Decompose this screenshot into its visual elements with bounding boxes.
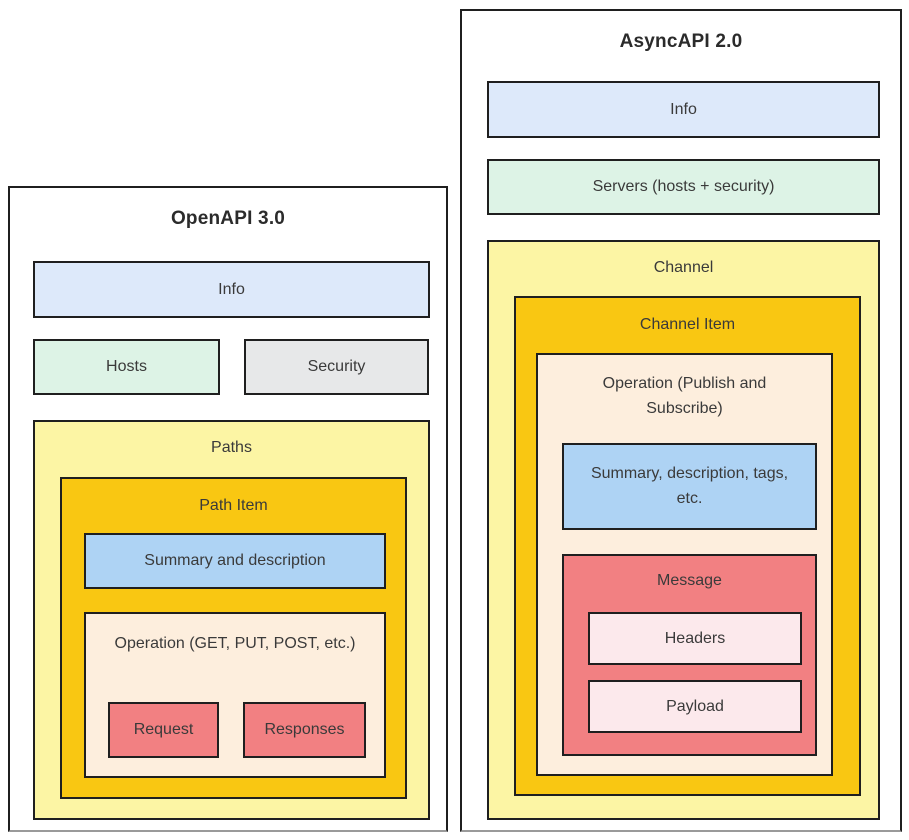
openapi-operation-box: Operation (GET, PUT, POST, etc.) Request… [84, 612, 386, 778]
asyncapi-payload-box: Payload [588, 680, 802, 733]
openapi-info-label: Info [218, 280, 245, 298]
asyncapi-servers-label: Servers (hosts + security) [592, 178, 775, 195]
openapi-hosts-box: Hosts [33, 339, 220, 395]
asyncapi-info-label: Info [670, 100, 697, 118]
asyncapi-headers-box: Headers [588, 612, 802, 665]
openapi-path-item-label: Path Item [199, 497, 268, 514]
asyncapi-servers-box: Servers (hosts + security) [487, 159, 880, 215]
asyncapi-message-box: Message Headers Payload [562, 554, 817, 756]
openapi-operation-label: Operation (GET, PUT, POST, etc.) [114, 635, 356, 652]
asyncapi-headers-label: Headers [664, 629, 726, 647]
openapi-panel: OpenAPI 3.0 Info Hosts Security Paths Pa… [8, 186, 448, 832]
asyncapi-summary-label: Summary, description, tags, etc. [590, 464, 789, 507]
asyncapi-panel: AsyncAPI 2.0 Info Servers (hosts + secur… [460, 9, 902, 832]
asyncapi-channel-item-box: Channel Item Operation (Publish and Subs… [514, 296, 861, 796]
asyncapi-channel-box: Channel Channel Item Operation (Publish … [487, 240, 880, 820]
openapi-summary-label: Summary and description [144, 552, 326, 569]
openapi-summary-box: Summary and description [84, 533, 386, 589]
openapi-hosts-label: Hosts [106, 358, 147, 375]
asyncapi-channel-label: Channel [653, 259, 714, 276]
openapi-title: OpenAPI 3.0 [170, 208, 286, 229]
openapi-paths-label: Paths [211, 439, 252, 456]
openapi-info-box: Info [33, 261, 430, 318]
openapi-path-item-box: Path Item Summary and description Operat… [60, 477, 407, 799]
openapi-security-box: Security [244, 339, 429, 395]
asyncapi-operation-box: Operation (Publish and Subscribe) Summar… [536, 353, 833, 776]
openapi-paths-box: Paths Path Item Summary and description … [33, 420, 430, 820]
asyncapi-info-box: Info [487, 81, 880, 138]
openapi-responses-box: Responses [243, 702, 366, 758]
asyncapi-operation-label: Operation (Publish and Subscribe) [602, 375, 767, 417]
asyncapi-channel-item-label: Channel Item [639, 316, 736, 333]
openapi-responses-label: Responses [264, 721, 345, 738]
openapi-security-label: Security [307, 358, 366, 375]
asyncapi-summary-box: Summary, description, tags, etc. [562, 443, 817, 530]
openapi-request-label: Request [133, 721, 194, 738]
asyncapi-payload-label: Payload [666, 697, 724, 715]
openapi-request-box: Request [108, 702, 219, 758]
asyncapi-title: AsyncAPI 2.0 [619, 31, 743, 52]
asyncapi-message-label: Message [657, 572, 722, 589]
